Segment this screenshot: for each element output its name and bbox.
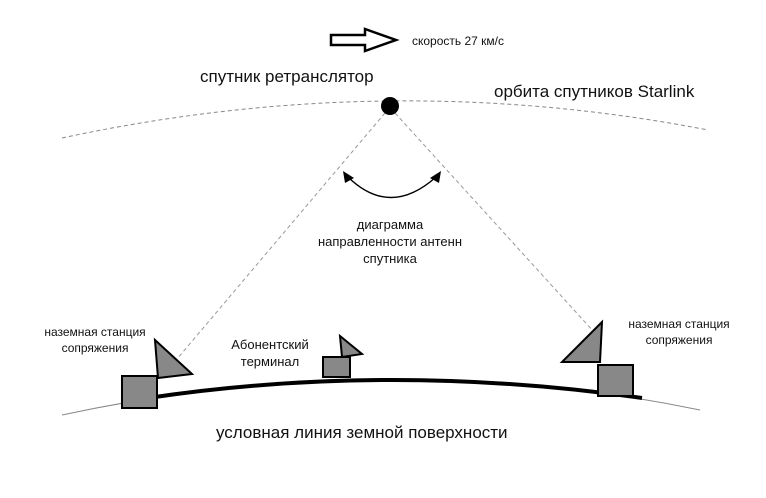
ground-station-label-line: наземная станция: [628, 317, 730, 331]
ground-station-label-line: сопряжения: [645, 332, 713, 347]
ground-station-icon: [559, 319, 634, 397]
ground-station-label-line: сопряжения: [61, 340, 129, 355]
ground-station-icon: [121, 337, 195, 409]
user-terminal-icon: [322, 333, 365, 378]
ground-station-label-line: наземная станция: [44, 325, 146, 339]
surface-label: условная линия земной поверхности: [216, 423, 508, 442]
speed-label: скорость 27 км/с: [412, 34, 505, 48]
satellite-label: спутник ретранслятор: [200, 67, 374, 86]
antenna-pattern-label-line: направленности антенн: [317, 233, 463, 249]
terminal-label-line: терминал: [240, 353, 300, 369]
arrow-right-icon: [329, 27, 400, 53]
antenna-pattern-arrowhead-left: [343, 171, 354, 183]
ground-station-right-label: наземная станция сопряжения: [604, 317, 754, 348]
ground-station-left-label: наземная станция сопряжения: [20, 325, 170, 356]
antenna-pattern-label-line: диаграмма: [356, 217, 424, 232]
orbit-label: орбита спутников Starlink: [494, 82, 695, 101]
antenna-icon: [559, 319, 604, 363]
terminal-label-line: Абонентский: [231, 337, 309, 352]
antenna-icon: [153, 337, 195, 380]
orbit-arc: [61, 100, 709, 139]
antenna-pattern-label-line: спутника: [363, 250, 417, 266]
antenna-icon: [338, 333, 365, 359]
antenna-pattern-arc: [347, 176, 437, 199]
antenna-pattern-label: диаграмма направленности антенн спутника: [300, 217, 480, 268]
satellite-icon: [381, 97, 399, 115]
beam-line-right: [394, 112, 595, 333]
earth-surface-line: [147, 378, 643, 400]
beam-line-left: [165, 112, 386, 373]
antenna-pattern-arrowhead-right: [430, 171, 441, 183]
terminal-label: Абонентский терминал: [215, 337, 325, 371]
